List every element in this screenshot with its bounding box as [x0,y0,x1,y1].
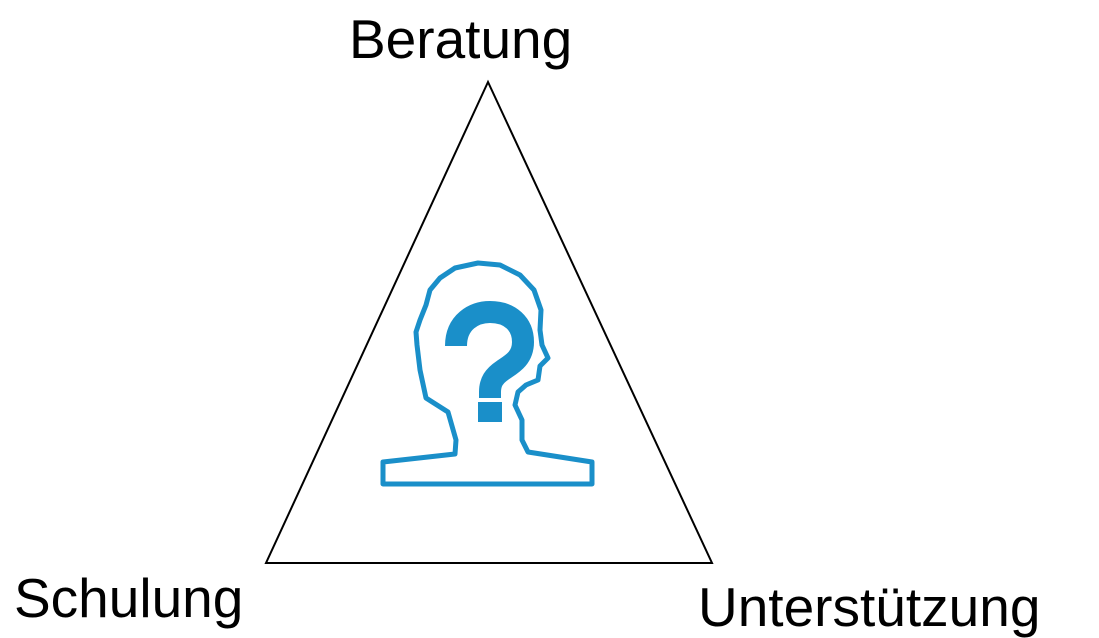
vertex-label-top: Beratung [349,8,573,70]
question-mark-dot [478,402,502,422]
head-silhouette [380,260,595,487]
person-question-icon [380,260,595,487]
vertex-label-bottom-left: Schulung [14,567,244,629]
question-mark-hook [445,301,534,403]
triangle-outline [264,79,714,564]
vertex-label-bottom-right: Unterstützung [698,576,1041,638]
